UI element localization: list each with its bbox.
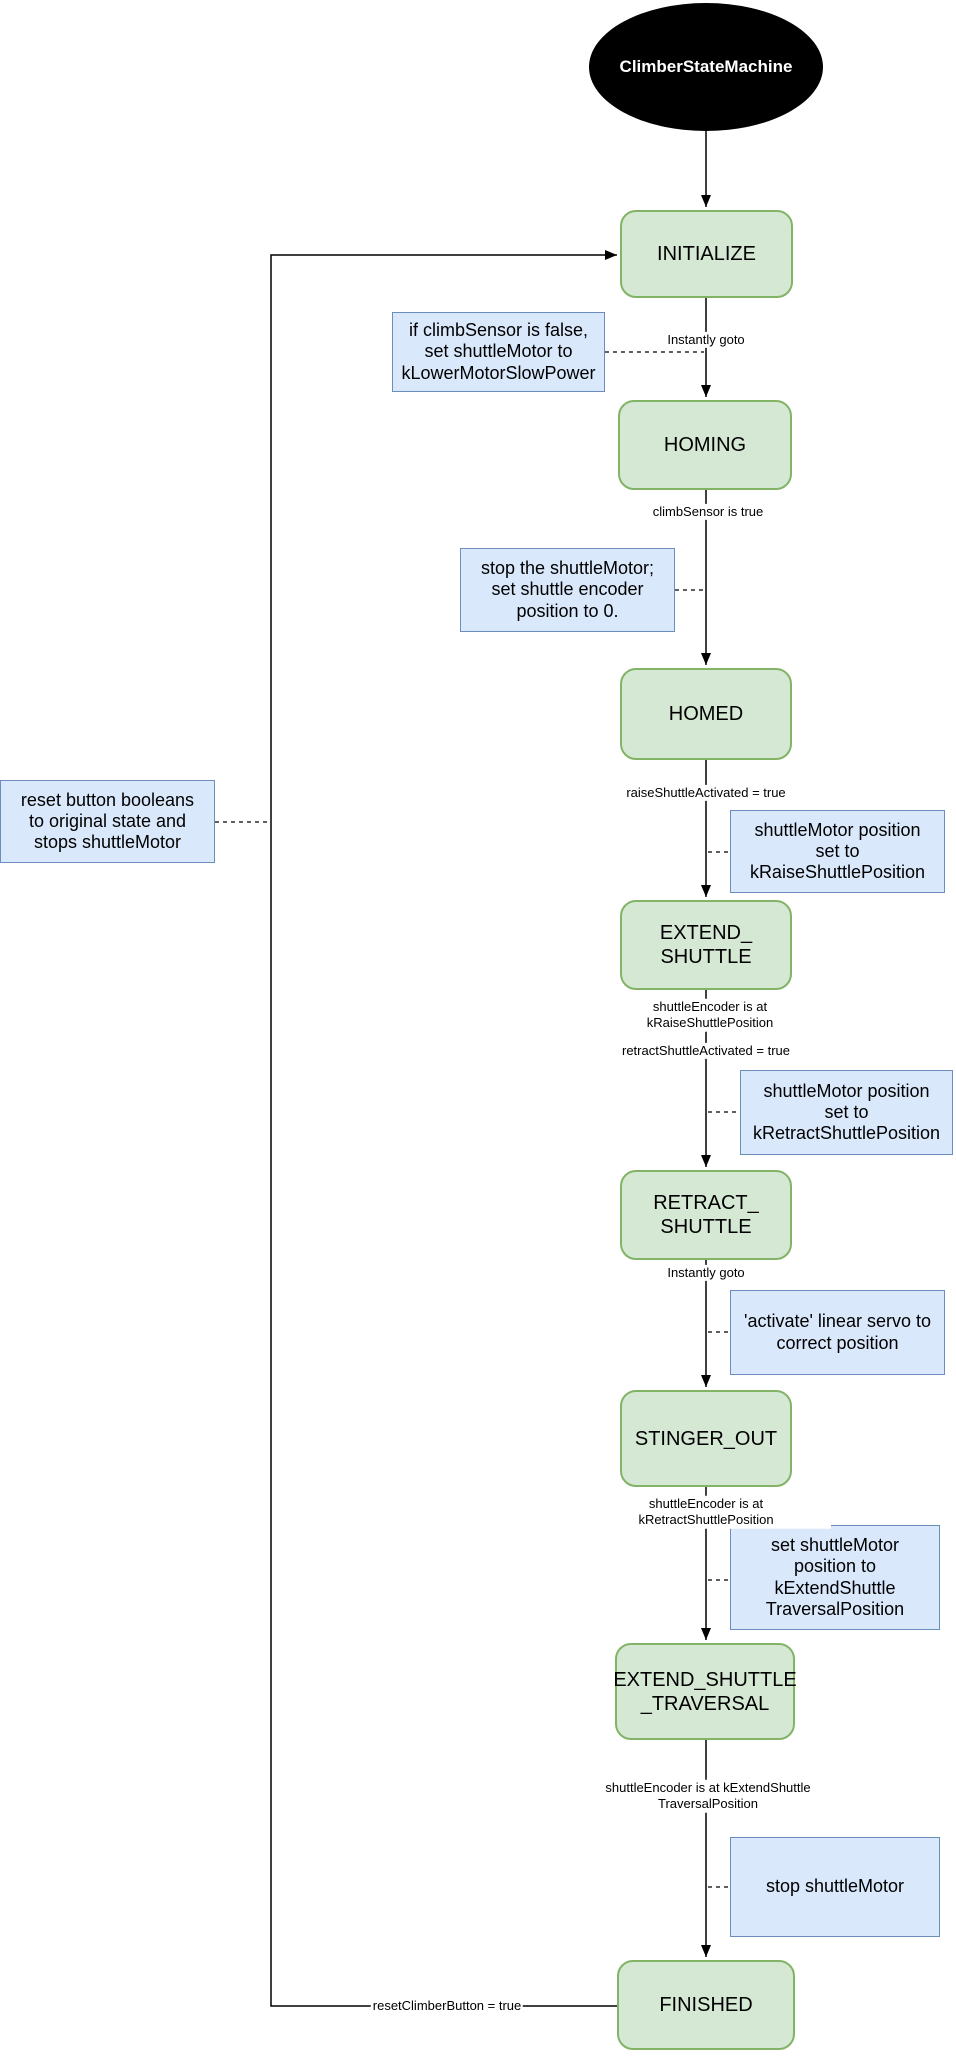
edge-label-encoder-at-extend-traversal-position: shuttleEncoder is at kExtendShuttle Trav…: [603, 1779, 813, 1813]
note-retract-stinger-text: 'activate' linear servo to correct posit…: [744, 1311, 931, 1353]
arrow-finished-to-initialize-loop: [270, 250, 617, 2007]
note-finished-reset: reset button booleans to original state …: [0, 780, 215, 863]
state-extend-shuttle-traversal: EXTEND_SHUTTLE _TRAVERSAL: [613, 1643, 797, 1740]
state-extend-shuttle-label: EXTEND_ SHUTTLE: [659, 922, 753, 968]
note-finished-reset-text: reset button booleans to original state …: [20, 789, 195, 853]
start-state-ellipse: ClimberStateMachine: [589, 3, 823, 131]
edge-label-retract-shuttle-activated: retractShuttleActivated = true: [619, 1042, 793, 1060]
edge-label-encoder-at-retract-position: shuttleEncoder is at kRetractShuttlePosi…: [581, 1495, 831, 1529]
state-retract-shuttle-label: RETRACT_ SHUTTLE: [653, 1192, 759, 1238]
note-initialize-homing: if climbSensor is false, set shuttleMoto…: [392, 312, 605, 392]
state-initialize: INITIALIZE: [620, 210, 793, 298]
edge-label-raise-shuttle-activated: raiseShuttleActivated = true: [624, 784, 788, 802]
note-homing-homed-text: stop the shuttleMotor; set shuttle encod…: [480, 558, 655, 621]
state-finished: FINISHED: [617, 1960, 795, 2050]
edge-label-encoder-at-raise-position: shuttleEncoder is at kRaiseShuttlePositi…: [587, 998, 833, 1032]
edge-label-instantly-goto-2: Instantly goto: [665, 1264, 747, 1282]
note-homed-extend-text: shuttleMotor position set to kRaiseShutt…: [749, 819, 926, 883]
state-finished-label: FINISHED: [659, 1994, 753, 2016]
note-stinger-traversal: set shuttleMotor position to kExtendShut…: [730, 1525, 940, 1630]
note-homed-extend: shuttleMotor position set to kRaiseShutt…: [730, 810, 945, 893]
diagram-title: ClimberStateMachine: [619, 57, 793, 76]
edge-label-climbsensor-true: climbSensor is true: [650, 503, 766, 521]
edge-label-reset-climber-button: resetClimberButton = true: [370, 1997, 524, 2015]
state-stinger-out: STINGER_OUT: [620, 1390, 792, 1487]
state-initialize-label: INITIALIZE: [657, 243, 756, 265]
edge-label-instantly-goto-1: Instantly goto: [665, 331, 747, 349]
state-homing-label: HOMING: [663, 434, 747, 456]
state-stinger-out-label: STINGER_OUT: [634, 1427, 778, 1450]
note-homing-homed: stop the shuttleMotor; set shuttle encod…: [460, 548, 675, 632]
note-stinger-traversal-text: set shuttleMotor position to kExtendShut…: [765, 1535, 905, 1619]
note-extend-retract: shuttleMotor position set to kRetractShu…: [740, 1070, 953, 1155]
note-retract-stinger: 'activate' linear servo to correct posit…: [730, 1290, 945, 1375]
note-initialize-homing-text: if climbSensor is false, set shuttleMoto…: [401, 320, 596, 383]
note-traversal-finished: stop shuttleMotor: [730, 1837, 940, 1937]
note-traversal-finished-text: stop shuttleMotor: [765, 1876, 905, 1897]
state-homed-label: HOMED: [668, 703, 744, 725]
state-homing: HOMING: [618, 400, 792, 490]
state-retract-shuttle: RETRACT_ SHUTTLE: [620, 1170, 792, 1260]
state-extend-shuttle-traversal-label: EXTEND_SHUTTLE _TRAVERSAL: [613, 1668, 797, 1715]
note-extend-retract-text: shuttleMotor position set to kRetractShu…: [752, 1080, 941, 1144]
state-extend-shuttle: EXTEND_ SHUTTLE: [620, 900, 792, 990]
state-homed: HOMED: [620, 668, 792, 760]
